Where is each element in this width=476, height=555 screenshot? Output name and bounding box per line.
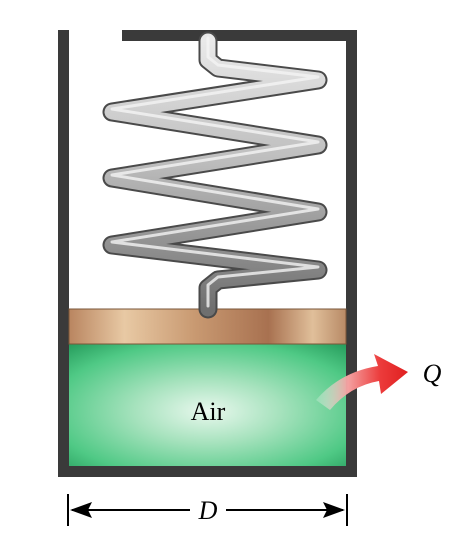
cylinder-walls	[58, 30, 357, 477]
top-cap	[122, 30, 357, 41]
bottom-wall	[58, 466, 357, 477]
air-fill	[69, 344, 346, 466]
dimension-arrowhead-right	[323, 502, 345, 518]
air-label: Air	[191, 397, 226, 426]
spring	[102, 31, 328, 319]
spring-coil-body	[104, 33, 326, 317]
heat-arrow	[316, 354, 408, 410]
heat-label: Q	[423, 359, 442, 388]
left-wall	[58, 30, 69, 476]
heat-arrow-body	[316, 354, 408, 410]
dimension-arrowhead-left	[70, 502, 92, 518]
dimension-d	[67, 494, 348, 526]
spring-coil-highlight	[110, 36, 320, 308]
dimension-label: D	[198, 496, 218, 525]
air-region	[69, 344, 346, 466]
right-wall	[346, 30, 357, 476]
